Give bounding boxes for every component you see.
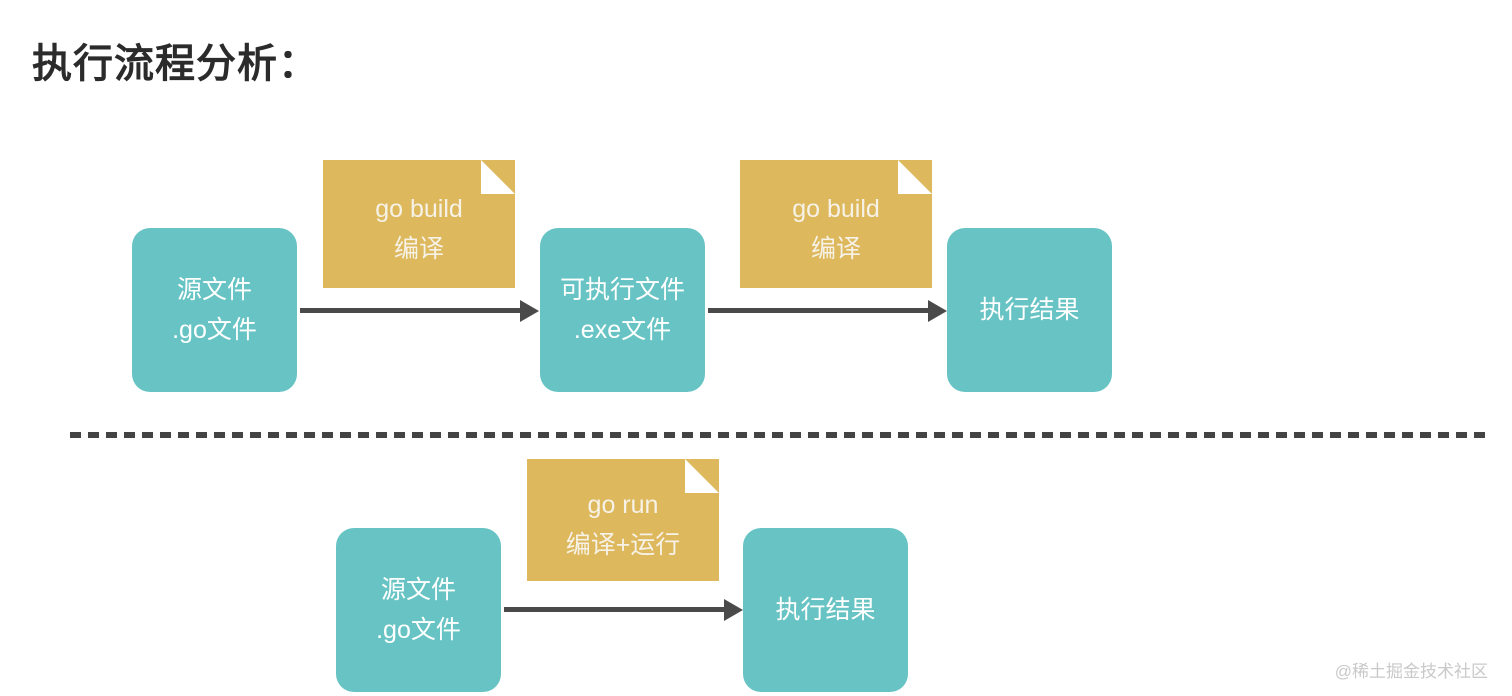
node-line-2: .go文件 — [172, 316, 257, 344]
node-source-file-run: 源文件 .go文件 — [336, 528, 501, 692]
section-divider — [70, 432, 1490, 438]
note-line-1: go build — [375, 194, 463, 223]
note-line-1: go build — [792, 194, 880, 223]
node-execution-result-run: 执行结果 — [743, 528, 908, 692]
node-line-1: 执行结果 — [775, 595, 876, 624]
node-line-1: 源文件 — [380, 575, 456, 604]
node-line-1: 执行结果 — [979, 295, 1080, 324]
node-line-2: .exe文件 — [573, 316, 672, 344]
note-go-run: go run 编译+运行 — [527, 459, 719, 581]
note-line-2: 编译+运行 — [565, 531, 681, 559]
note-line-1: go run — [587, 490, 659, 519]
page-title: 执行流程分析： — [32, 42, 319, 86]
note-line-2: 编译 — [393, 235, 444, 263]
arrow-executable-to-result — [708, 308, 930, 313]
node-source-file: 源文件 .go文件 — [132, 228, 297, 392]
node-executable-file: 可执行文件 .exe文件 — [540, 228, 705, 392]
note-line-2: 编译 — [810, 235, 861, 263]
node-line-1: 可执行文件 — [559, 275, 685, 304]
watermark: @稀土掘金技术社区 — [1334, 662, 1488, 681]
note-go-build-2: go build 编译 — [740, 160, 932, 288]
note-text: go build 编译 — [740, 160, 932, 288]
node-line-1: 源文件 — [176, 275, 252, 304]
arrow-source-to-result-run — [504, 607, 726, 612]
arrow-source-to-executable — [300, 308, 522, 313]
note-text: go build 编译 — [323, 160, 515, 288]
note-go-build-1: go build 编译 — [323, 160, 515, 288]
node-line-2: .go文件 — [376, 616, 461, 644]
note-text: go run 编译+运行 — [527, 459, 719, 581]
node-execution-result: 执行结果 — [947, 228, 1112, 392]
